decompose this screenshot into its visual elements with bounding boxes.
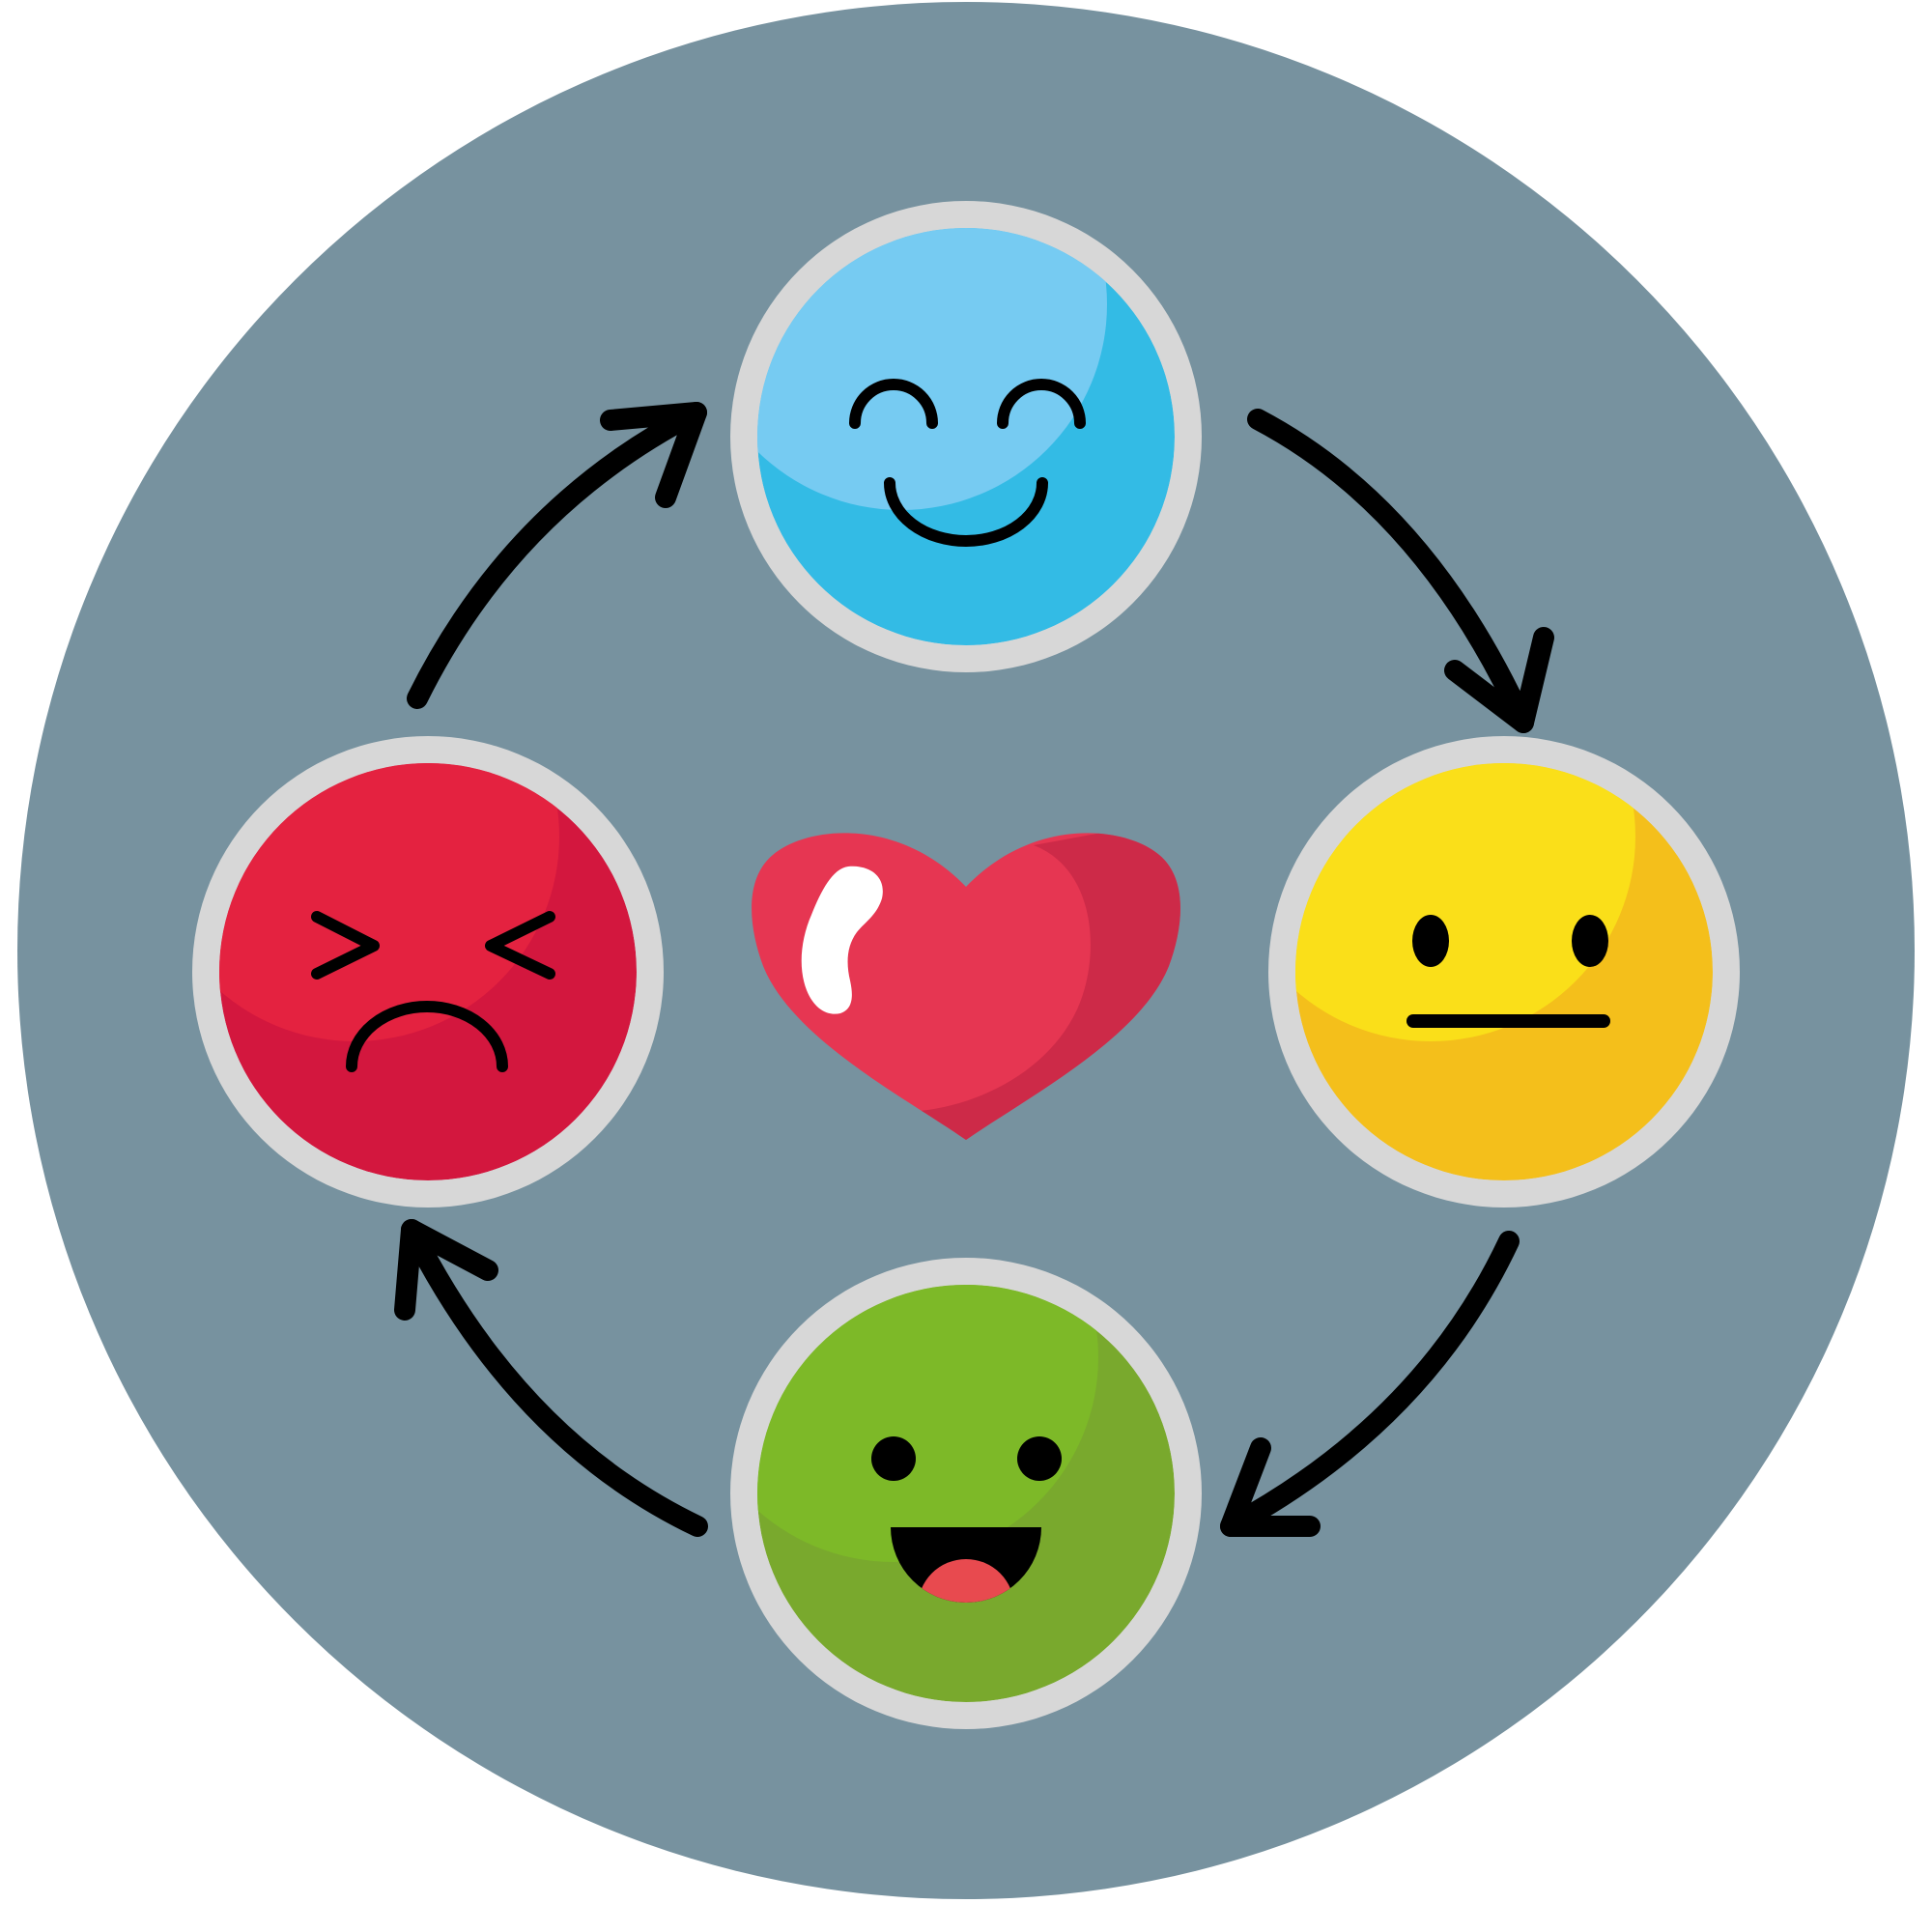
neutral-right-eye xyxy=(1572,915,1608,967)
angry-face-highlight xyxy=(219,763,559,1041)
happy-smile xyxy=(884,477,1048,547)
arrow-excited-to-angry-shaft xyxy=(401,1219,708,1537)
angry-face xyxy=(192,736,664,1208)
heart-highlight xyxy=(801,866,883,1014)
arrow-happy-to-neutral-shaft xyxy=(1247,409,1534,733)
arrow-neutral-to-excited-shaft xyxy=(1220,1231,1520,1537)
arrow-angry-to-happy xyxy=(407,402,707,709)
excited-right-eye xyxy=(1017,1436,1062,1481)
neutral-face xyxy=(1268,736,1740,1208)
angry-right-eye xyxy=(485,911,555,980)
arrow-angry-to-happy-shaft xyxy=(407,402,707,709)
happy-right-eye xyxy=(997,379,1086,429)
arrow-excited-to-angry-head xyxy=(394,1219,498,1321)
arrow-happy-to-neutral xyxy=(1247,409,1554,733)
arrow-excited-to-angry xyxy=(394,1219,708,1537)
angry-frown xyxy=(346,1001,508,1072)
happy-face xyxy=(730,201,1202,672)
excited-face xyxy=(730,1258,1202,1729)
neutral-left-eye xyxy=(1412,915,1449,967)
arrow-happy-to-neutral-head xyxy=(1444,627,1554,733)
angry-left-eye xyxy=(311,911,380,980)
excited-left-eye xyxy=(871,1436,916,1481)
arrow-neutral-to-excited-head xyxy=(1220,1437,1321,1537)
excited-tongue xyxy=(918,1559,1014,1603)
excited-face-highlight xyxy=(757,1285,1098,1562)
arrow-neutral-to-excited xyxy=(1220,1231,1520,1537)
neutral-face-highlight xyxy=(1295,763,1635,1041)
arrow-angry-to-happy-head xyxy=(600,402,707,508)
happy-left-eye xyxy=(849,379,938,429)
